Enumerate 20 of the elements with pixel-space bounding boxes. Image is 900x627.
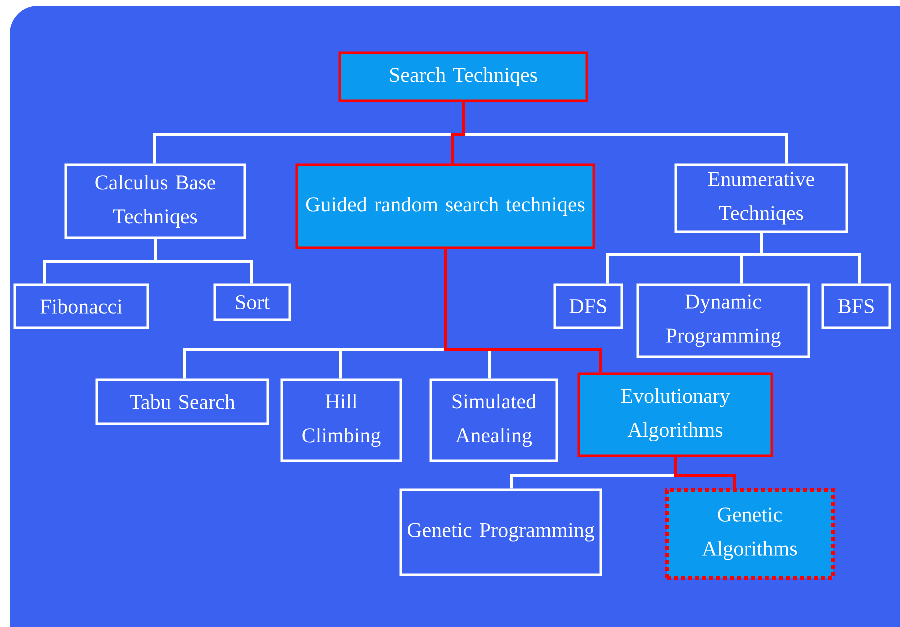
category-box: Genetic Programming xyxy=(400,488,602,576)
selected-box: Genetic Algorithms xyxy=(665,488,835,580)
category-box: Dynamic Programming xyxy=(636,284,810,358)
connector-line xyxy=(154,239,254,284)
category-box: Fibonacci xyxy=(14,284,150,330)
connector-line xyxy=(760,233,862,284)
category-box: Simulated Anealing xyxy=(430,378,558,462)
category-box: Calculus Base Techniqes xyxy=(64,164,246,240)
connector-line xyxy=(444,249,602,373)
connector-line xyxy=(674,457,736,488)
category-box: Sort xyxy=(214,284,292,322)
category-box: BFS xyxy=(822,284,892,330)
category-box: Enumerative Techniqes xyxy=(674,164,848,234)
connector-line xyxy=(452,102,465,164)
highlighted-box: Search Techniqes xyxy=(338,52,588,102)
highlighted-box: Guided random search techniqes xyxy=(296,164,596,250)
highlighted-box: Evolutionary Algorithms xyxy=(578,372,774,458)
category-box: DFS xyxy=(554,284,624,330)
category-box: Tabu Search xyxy=(96,378,270,426)
category-box: Hill Climbing xyxy=(280,378,402,462)
